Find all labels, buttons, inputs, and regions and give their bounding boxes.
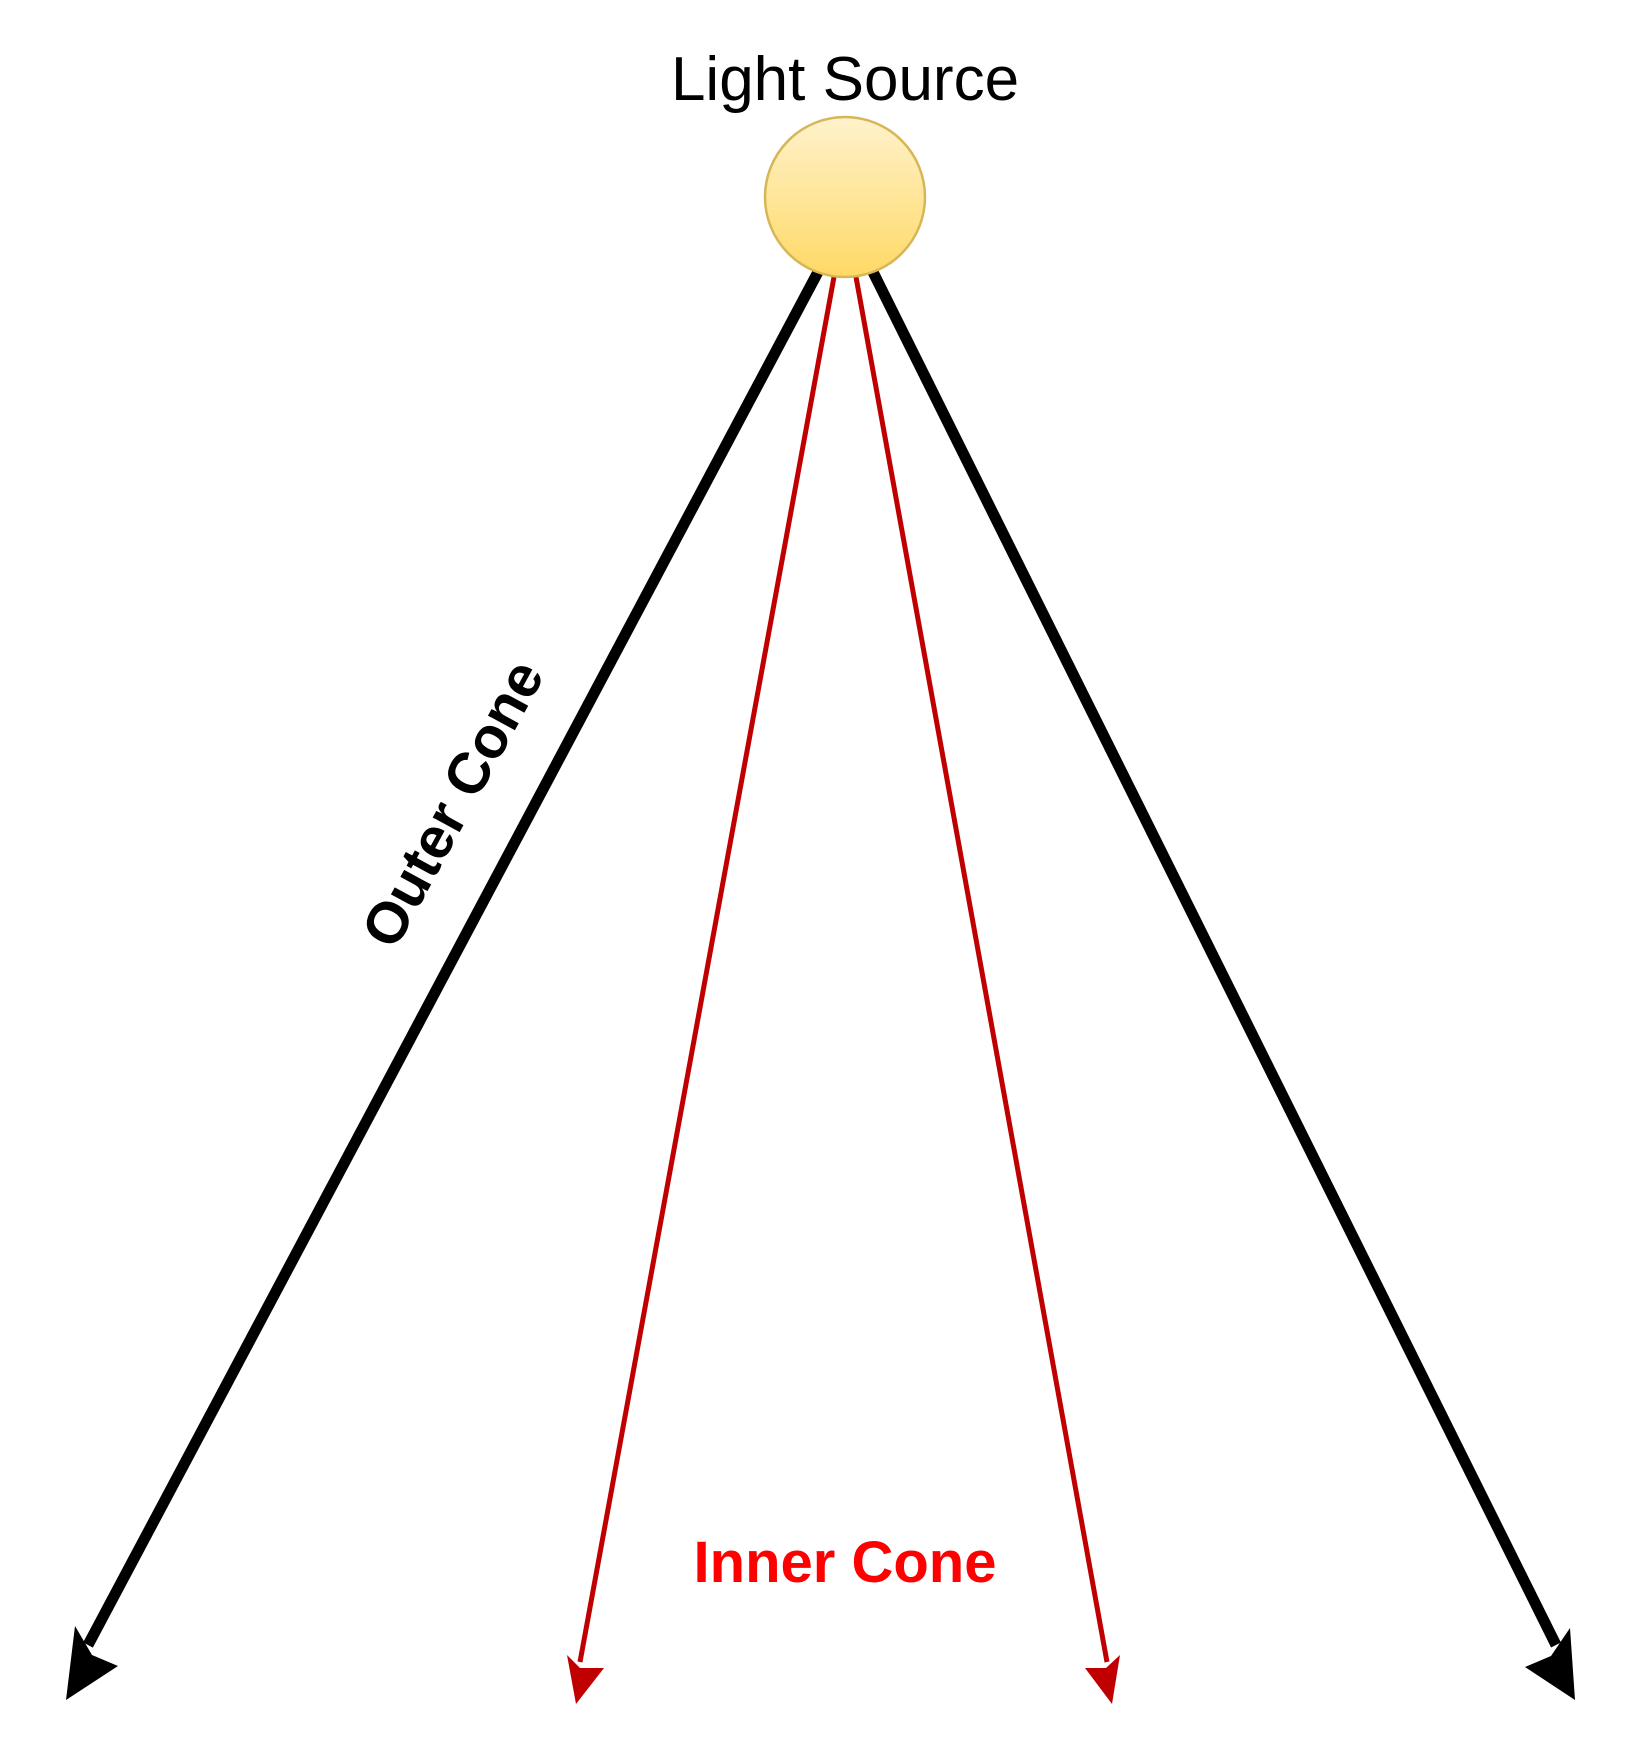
outer-cone-rays (66, 269, 1575, 1700)
outer-cone-right-arrowhead (1525, 1628, 1575, 1700)
inner-cone-right-ray (853, 276, 1110, 1663)
outer-cone-left-arrowhead (66, 1626, 118, 1700)
outer-cone-left-ray (83, 269, 823, 1648)
outer-cone-label: Outer Cone (349, 649, 557, 958)
inner-cone-label: Inner Cone (694, 1530, 997, 1595)
inner-cone-left-arrowhead (567, 1655, 604, 1704)
light-source-circle (763, 115, 927, 279)
outer-cone-right-ray (868, 269, 1561, 1648)
inner-cone-right-arrowhead (1085, 1655, 1120, 1704)
light-source-label: Light Source (671, 45, 1019, 114)
inner-cone-rays (567, 276, 1120, 1704)
inner-cone-left-ray (577, 276, 837, 1663)
